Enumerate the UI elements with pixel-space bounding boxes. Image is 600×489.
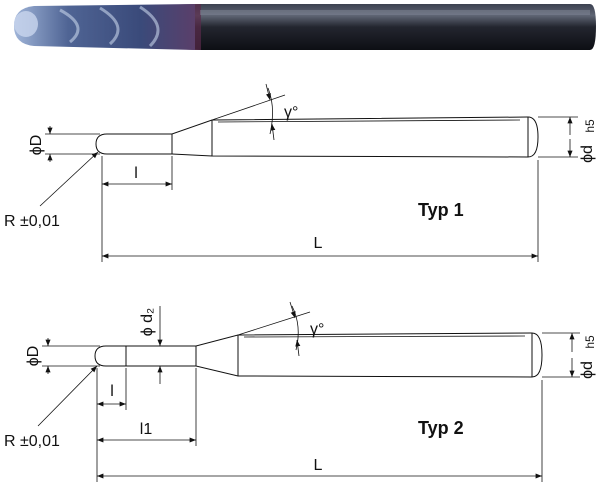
- typ2-l-label: l: [110, 383, 114, 400]
- typ1-gamma-label: γ°: [284, 104, 298, 121]
- typ2-title: Typ 2: [418, 418, 464, 438]
- typ1-h5-label: h5: [583, 119, 597, 133]
- typ2-phid2-label: ϕ d₂: [139, 308, 156, 337]
- typ2-L-label: L: [314, 457, 323, 474]
- end-mill-photo: [14, 4, 596, 50]
- typ1-title: Typ 1: [418, 200, 464, 220]
- typ1-phid-label: ϕd: [579, 145, 596, 163]
- typ1-l-label: l: [134, 165, 138, 182]
- typ2-l1-label: l1: [140, 421, 153, 438]
- typ1-L-label: L: [314, 235, 323, 252]
- typ1-R-label: R ±0,01: [4, 213, 60, 230]
- typ1-drawing: ϕD ϕd h5 γ° l L R ±0,01 Typ 1: [4, 83, 597, 262]
- typ2-phiD-label: ϕD: [25, 346, 42, 367]
- typ2-drawing: ϕD ϕ d₂ ϕd h5 γ° l l1 L R: [4, 301, 597, 482]
- typ2-h5-label: h5: [583, 335, 597, 349]
- typ2-phid-label: ϕd: [579, 361, 596, 379]
- typ1-phiD-label: ϕD: [28, 135, 45, 156]
- typ2-gamma-label: γ°: [310, 321, 324, 338]
- typ2-R-label: R ±0,01: [4, 433, 60, 450]
